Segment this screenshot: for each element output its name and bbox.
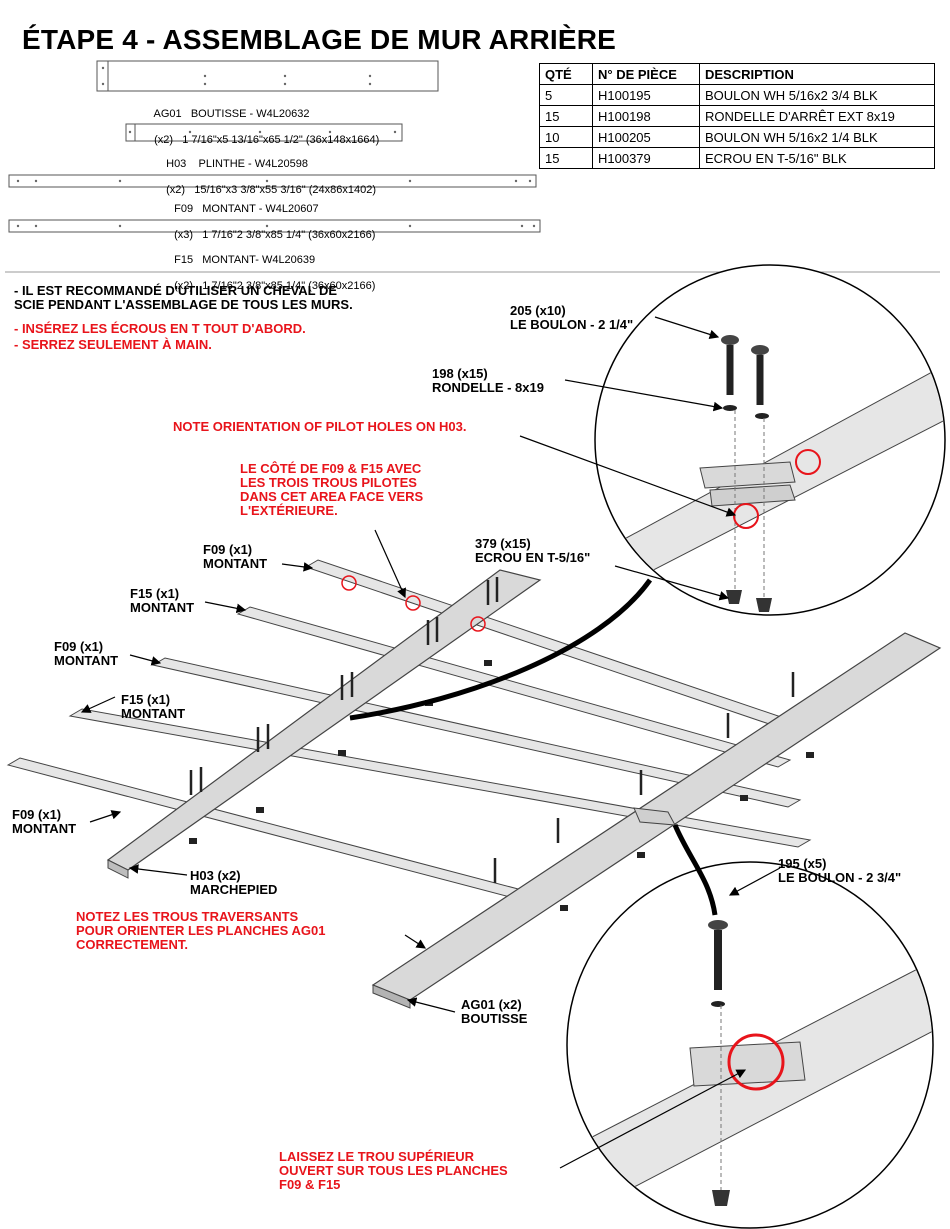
part-code: H03 (166, 158, 187, 170)
pilot-hole-markers (341, 575, 486, 632)
table-header-cell: N° DE PIÈCE (592, 63, 700, 85)
part-thumb-f15 (8, 219, 541, 233)
part-code: AG01 (153, 108, 182, 120)
part-thumb-h03 (125, 123, 403, 142)
bolts (189, 577, 795, 883)
part-thumb-f09 (8, 174, 537, 188)
part-name: MONTANT - W4L20607 (202, 203, 319, 215)
table-header-cell: QTÉ (539, 63, 593, 85)
part-dims: 15/16"x3 3/8"x55 3/16" (24x86x1402) (194, 184, 376, 196)
callout-ag01: AG01 (x2) BOUTISSE (461, 997, 528, 1026)
table-cell: H100195 (592, 84, 700, 106)
table-row: 10 H100205 BOULON WH 5/16x2 1/4 BLK (539, 126, 935, 148)
part-thumb-holes (16, 66, 536, 228)
table-cell: RONDELLE D'ARRÊT EXT 8x19 (699, 105, 935, 127)
note-sawhorse: - IL EST RECOMMANDÉ D'UTILISER UN CHEVAL… (14, 283, 353, 312)
part-qty: (x2) (166, 184, 186, 196)
detail-circle-top (594, 264, 946, 616)
table-cell: H100379 (592, 147, 700, 169)
note-tnuts-first: - INSÉREZ LES ÉCROUS EN T TOUT D'ABORD. (14, 321, 306, 336)
stud-4 (68, 708, 812, 848)
table-cell: ECROU EN T-5/16" BLK (699, 147, 935, 169)
part-name: MONTANT- W4L20639 (202, 254, 316, 266)
detail-circle-bottom (566, 861, 934, 1229)
callout-bolt-205: 205 (x10) LE BOULON - 2 1/4" (510, 303, 634, 332)
callout-f09-b: F09 (x1) MONTANT (54, 639, 119, 668)
part-code: F15 (174, 254, 194, 266)
page-title: ÉTAPE 4 - ASSEMBLAGE DE MUR ARRIÈRE (22, 24, 617, 55)
part-qty: (x3) (174, 229, 194, 241)
callout-pilot-note: NOTE ORIENTATION OF PILOT HOLES ON H03. (173, 419, 467, 434)
table-row: 15 H100198 RONDELLE D'ARRÊT EXT 8x19 (539, 105, 935, 127)
table-cell: 15 (539, 105, 593, 127)
callout-leave-note: LAISSEZ LE TROU SUPÉRIEUR OUVERT SUR TOU… (279, 1149, 508, 1192)
callout-f09-c: F09 (x1) MONTANT (12, 807, 77, 836)
callout-through-note: NOTEZ LES TROUS TRAVERSANTS POUR ORIENTE… (76, 909, 326, 952)
part-label-f15: F15 MONTANT- W4L20639 (x2) 1 7/16"2 3/8"… (168, 241, 375, 293)
table-cell: BOULON WH 5/16x2 1/4 BLK (699, 126, 935, 148)
detail-link-bottom (672, 824, 718, 916)
callout-washer-198: 198 (x15) RONDELLE - 8x19 (432, 366, 544, 395)
board-ag01-edge (372, 984, 411, 1009)
table-header-cell: DESCRIPTION (699, 63, 935, 85)
part-label-f09: F09 MONTANT - W4L20607 (x3) 1 7/16"2 3/8… (168, 190, 375, 242)
studs (6, 559, 812, 908)
leader-lines (80, 316, 781, 1169)
part-label-ag01: AG01 BOUTISSE - W4L20632 (x2) 1 7/16"x5 … (148, 95, 380, 147)
callout-bolt-195: 195 (x5) LE BOULON - 2 3/4" (778, 856, 902, 885)
note-hand-tighten: - SERREZ SEULEMENT À MAIN. (14, 337, 212, 352)
part-dims: 1 7/16"x5 13/16"x65 1/2" (36x148x1664) (182, 134, 380, 146)
part-qty: (x2) (174, 280, 194, 292)
table-cell: H100198 (592, 105, 700, 127)
board-h03-edge (107, 859, 129, 879)
part-label-h03: H03 PLINTHE - W4L20598 (x2) 15/16"x3 3/8… (160, 145, 376, 197)
part-name: PLINTHE - W4L20598 (198, 158, 308, 170)
table-cell: H100205 (592, 126, 700, 148)
callout-f15-a: F15 (x1) MONTANT (130, 586, 195, 615)
part-qty: (x2) (154, 134, 174, 146)
table-cell: 10 (539, 126, 593, 148)
table-cell: 5 (539, 84, 593, 106)
table-row: 5 H100195 BOULON WH 5/16x2 3/4 BLK (539, 84, 935, 106)
callout-f09-a: F09 (x1) MONTANT (203, 542, 268, 571)
part-name: BOUTISSE - W4L20632 (190, 108, 310, 120)
part-code: F09 (174, 203, 194, 215)
callout-nut-379: 379 (x15) ECROU EN T-5/16" (475, 536, 591, 565)
part-dims: 1 7/16"2 3/8"x85 1/4" (36x60x2166) (202, 280, 376, 292)
callout-h03: H03 (x2) MARCHEPIED (190, 868, 278, 897)
table-cell: 15 (539, 147, 593, 169)
callout-f15-b: F15 (x1) MONTANT (121, 692, 186, 721)
detail-link-top (349, 578, 653, 721)
table-header: QTÉ N° DE PIÈCE DESCRIPTION (539, 63, 935, 85)
hardware-table: QTÉ N° DE PIÈCE DESCRIPTION 5 H100195 BO… (539, 63, 935, 169)
table-cell: BOULON WH 5/16x2 3/4 BLK (699, 84, 935, 106)
part-dims: 1 7/16"2 3/8"x85 1/4" (36x60x2166) (202, 229, 376, 241)
table-row: 15 H100379 ECROU EN T-5/16" BLK (539, 147, 935, 169)
callout-side-note: LE CÔTÉ DE F09 & F15 AVEC LES TROIS TROU… (240, 461, 424, 518)
part-thumb-ag01 (96, 60, 439, 92)
